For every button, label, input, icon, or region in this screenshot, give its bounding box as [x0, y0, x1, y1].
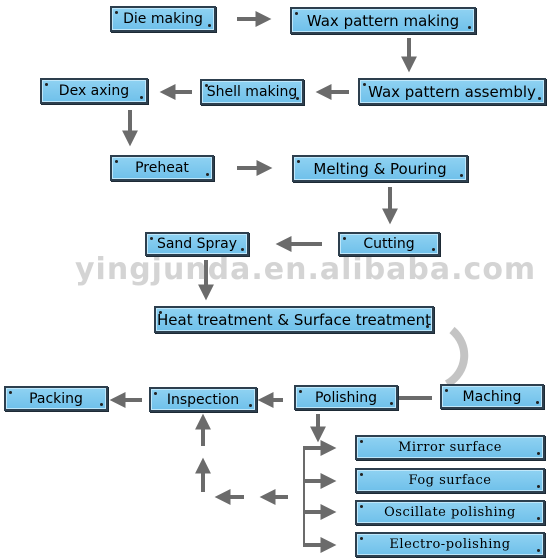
finish-oscillate-polishing: Oscillate polishing	[355, 500, 545, 525]
step-dex-axing: Dex axing	[40, 78, 148, 104]
step-maching: Maching	[440, 384, 544, 409]
step-heat-surface-treatment: Heat treatment & Surface treatment	[154, 306, 434, 333]
step-sand-spray: Sand Spray	[145, 232, 249, 256]
step-die-making: Die making	[110, 6, 216, 32]
step-preheat: Preheat	[110, 155, 214, 181]
watermark: yingjunda.en.alibaba.com	[75, 252, 537, 287]
step-wax-pattern-assembly: Wax pattern assembly	[358, 78, 546, 105]
curved-return-arrow	[444, 326, 469, 388]
step-melting-pouring: Melting & Pouring	[292, 155, 468, 182]
finish-mirror-surface: Mirror surface	[355, 435, 545, 460]
finish-fog-surface: Fog surface	[355, 468, 545, 493]
step-inspection: Inspection	[149, 387, 257, 412]
finish-electro-polishing: Electro-polishing	[355, 532, 545, 557]
step-cutting: Cutting	[338, 232, 440, 256]
step-shell-making: Shell making	[200, 79, 304, 105]
step-polishing: Polishing	[294, 385, 398, 410]
step-wax-pattern-making: Wax pattern making	[290, 7, 476, 34]
step-packing: Packing	[4, 386, 108, 411]
